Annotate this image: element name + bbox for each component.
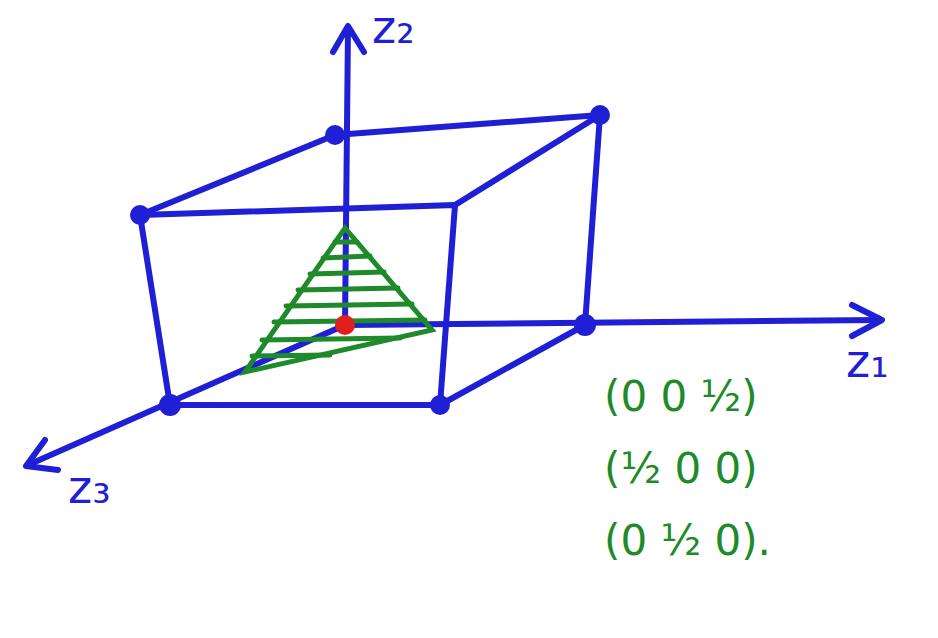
coordinate-row: (0 0 ½) bbox=[604, 374, 758, 420]
hatched-triangle bbox=[245, 228, 432, 372]
axis-label: z₃ bbox=[68, 462, 111, 513]
z3-axis bbox=[28, 325, 345, 465]
axis-label: z₂ bbox=[372, 2, 415, 53]
cube-top-edges bbox=[140, 115, 600, 215]
axis-label: z₁ bbox=[846, 336, 889, 387]
axis-arrowhead bbox=[26, 440, 58, 470]
axis-arrowhead bbox=[852, 305, 882, 336]
coordinate-row: (0 ½ 0). bbox=[604, 518, 771, 564]
cube-vertices bbox=[130, 105, 610, 416]
axis-arrowhead bbox=[333, 26, 364, 52]
cube-front-face bbox=[140, 205, 455, 405]
origin-dot bbox=[335, 315, 355, 335]
cube-right-edges bbox=[440, 115, 600, 405]
coordinate-row: (½ 0 0) bbox=[604, 446, 758, 492]
z2-axis bbox=[345, 28, 348, 325]
